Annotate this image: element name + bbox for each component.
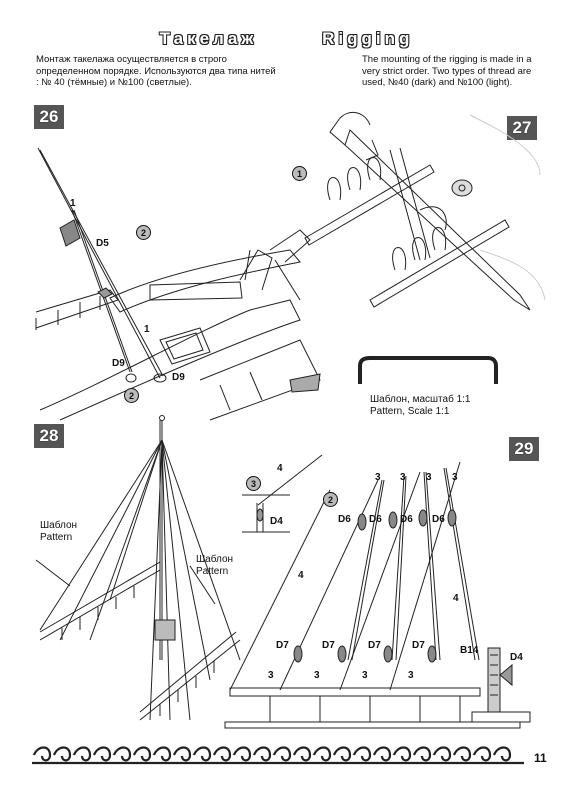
- step-badge-29: 29: [509, 437, 539, 461]
- wave-border: [32, 746, 524, 765]
- fig29-label-4a: 4: [277, 463, 283, 474]
- fig29-d6-3: D6: [400, 514, 413, 525]
- step-badge-28: 28: [34, 424, 64, 448]
- intro-text-en: The mounting of the rigging is made in a…: [362, 54, 532, 88]
- fig28-left-ru: Шаблон: [40, 520, 78, 531]
- fig29-top-3-3: 3: [426, 472, 432, 483]
- fig29-label-d4b: D4: [510, 652, 523, 663]
- pattern-staple: [358, 356, 498, 384]
- page-title: Такелаж Rigging: [0, 29, 573, 49]
- pattern-label-ru: Шаблон, масштаб 1:1: [370, 394, 471, 405]
- fig29-top-3-4: 3: [452, 472, 458, 483]
- fig28-right-ru: Шаблон: [196, 554, 234, 565]
- fig29-label-d4a: D4: [270, 516, 283, 527]
- fig26-callout-2a: 2: [136, 225, 151, 240]
- intro-text-ru: Монтаж такелажа осуществляется в строго …: [36, 54, 276, 88]
- fig29-label-b14: B14: [460, 645, 479, 656]
- fig29-inset: [242, 454, 323, 533]
- fig26-label-d5: D5: [96, 238, 109, 249]
- fig28-left-en: Pattern: [40, 532, 73, 543]
- pattern-label-en: Pattern, Scale 1:1: [370, 406, 450, 417]
- fig29-d7-2: D7: [322, 640, 335, 651]
- fig29-drawing: [224, 461, 531, 729]
- fig29-d7-3: D7: [368, 640, 381, 651]
- fig26-label-1b: 1: [144, 324, 150, 335]
- fig29-bottom-3-3: 3: [362, 670, 368, 681]
- fig29-d7-4: D7: [412, 640, 425, 651]
- step-badge-27: 27: [507, 116, 537, 140]
- fig27-drawing: [304, 111, 546, 311]
- title-ru: Такелаж: [159, 29, 258, 48]
- fig29-bottom-3-1: 3: [268, 670, 274, 681]
- fig29-callout-2: 2: [323, 492, 338, 507]
- fig29-label-4c: 4: [453, 593, 459, 604]
- fig29-d7-1: D7: [276, 640, 289, 651]
- fig26-drawing: [35, 147, 321, 421]
- fig29-d6-2: D6: [369, 514, 382, 525]
- fig27-callout-1: 1: [292, 166, 307, 181]
- fig28-right-en: Pattern: [196, 566, 229, 577]
- fig26-label-1a: 1: [70, 198, 76, 209]
- fig26-label-d9a: D9: [112, 358, 125, 369]
- step-badge-26: 26: [34, 105, 64, 129]
- fig29-top-3-1: 3: [375, 472, 381, 483]
- fig28-drawing: [35, 415, 241, 721]
- fig29-bottom-3-4: 3: [408, 670, 414, 681]
- fig29-callout-3: 3: [246, 476, 261, 491]
- fig29-bottom-3-2: 3: [314, 670, 320, 681]
- fig29-label-4b: 4: [298, 570, 304, 581]
- fig29-top-3-2: 3: [400, 472, 406, 483]
- fig29-d6-4: D6: [432, 514, 445, 525]
- fig26-callout-2b: 2: [124, 388, 139, 403]
- page-number: 11: [534, 751, 547, 765]
- fig26-label-d9b: D9: [172, 372, 185, 383]
- fig29-d6-1: D6: [338, 514, 351, 525]
- title-en: Rigging: [322, 29, 414, 48]
